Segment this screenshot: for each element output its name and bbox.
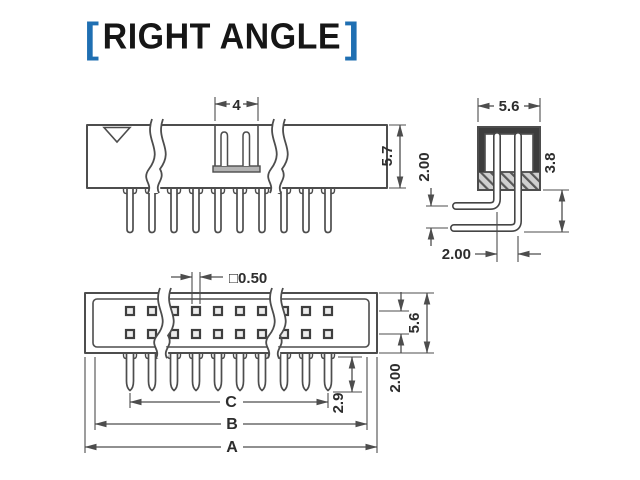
- front-view: □0.50 2.00 5.6 2.9: [84, 270, 434, 456]
- dim-label-pin-span: C: [225, 394, 237, 411]
- dim-overall-width: A: [84, 357, 378, 456]
- dim-label-overall-width: A: [226, 439, 238, 456]
- dim-end-pin-spacing: 2.00: [442, 212, 541, 263]
- dim-front-row-spacing: 2.00: [379, 292, 409, 393]
- end-view-body: [477, 126, 541, 191]
- side-view-pin-window: [212, 126, 261, 173]
- dim-label-pin-window-width: 4: [232, 97, 241, 114]
- dim-label-front-body-height: 5.6: [406, 313, 423, 334]
- dim-body-width: B: [94, 357, 368, 433]
- title-text: RIGHT ANGLE: [102, 17, 342, 57]
- dim-end-row-spacing: 2.00: [416, 152, 448, 246]
- dim-label-pin-length: 2.9: [330, 393, 347, 414]
- end-view-cavity: [484, 133, 534, 173]
- dim-pin-size: □0.50: [171, 270, 267, 304]
- dim-pin-span: C: [129, 393, 329, 411]
- front-view-body: [84, 292, 378, 354]
- dim-pin-window-width: 4: [214, 97, 259, 121]
- side-view-body: [86, 124, 388, 189]
- dim-label-end-row-spacing: 2.00: [416, 152, 433, 181]
- dim-side-body-height: 5.7: [379, 124, 406, 189]
- end-view-bent-pins: [450, 132, 522, 232]
- dim-label-end-pin-spacing: 2.00: [442, 246, 471, 263]
- dim-label-pin-size: □0.50: [229, 270, 267, 287]
- end-view-base: [477, 171, 541, 191]
- front-view-shroud: [92, 298, 370, 348]
- dim-pin-length: 2.9: [330, 356, 362, 414]
- side-view: 4 5.7: [86, 97, 406, 234]
- title-open-bracket: [: [84, 14, 100, 61]
- dim-label-body-width: B: [226, 416, 238, 433]
- dim-end-tail-length: 3.8: [524, 153, 569, 233]
- end-view: 5.6 2.00 3.8 2: [416, 98, 569, 263]
- page-title: [ RIGHT ANGLE ]: [84, 14, 360, 61]
- dim-label-end-tail-length: 3.8: [542, 153, 559, 174]
- dim-label-front-row-spacing: 2.00: [387, 363, 404, 392]
- front-view-pins: [122, 352, 336, 392]
- side-view-pins: [122, 187, 336, 234]
- dim-end-body-width: 5.6: [477, 98, 541, 122]
- title-close-bracket: ]: [344, 14, 360, 61]
- dim-label-side-body-height: 5.7: [379, 146, 396, 167]
- dim-label-end-body-width: 5.6: [499, 98, 520, 115]
- polarity-notch: [102, 126, 132, 144]
- dim-front-body-height: 5.6: [379, 292, 434, 354]
